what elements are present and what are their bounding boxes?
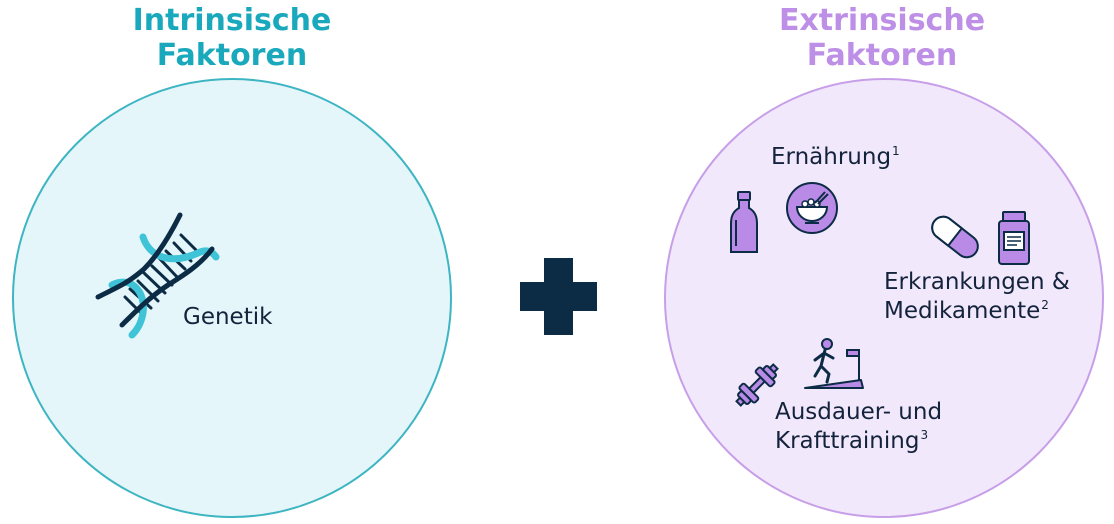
nutrition-label: Ernährung1 [771, 143, 900, 172]
disease-label-line2-text: Medikamente [884, 298, 1041, 324]
capsule-icon [931, 215, 979, 259]
intrinsic-title-line2: Faktoren [156, 38, 308, 73]
training-reference: 3 [920, 428, 929, 443]
nutrition-label-text: Ernährung [771, 144, 892, 170]
intrinsic-title-line1: Intrinsische [132, 3, 332, 38]
medicine-jar-icon [998, 211, 1030, 265]
intrinsic-factors-title: Intrinsische Faktoren [82, 3, 382, 73]
training-label-line2-text: Krafttraining [775, 428, 920, 454]
bowl-icon [786, 182, 838, 234]
nutrition-reference: 1 [892, 144, 900, 159]
training-label-line2: Krafttraining3 [775, 427, 928, 456]
disease-reference: 2 [1041, 298, 1049, 313]
dumbbell-icon [735, 363, 779, 407]
disease-label-line1: Erkrankungen & [884, 269, 1070, 295]
plus-icon [520, 258, 597, 335]
bottle-icon [730, 191, 758, 253]
extrinsic-factors-title: Extrinsische Faktoren [732, 3, 1032, 73]
dna-icon [95, 212, 220, 339]
treadmill-icon [804, 338, 864, 389]
intrinsic-circle [12, 78, 452, 518]
genetics-label: Genetik [183, 304, 273, 330]
disease-label-line2: Medikamente2 [884, 297, 1049, 326]
training-label-line1: Ausdauer- und [775, 399, 943, 425]
extrinsic-title-line1: Extrinsische [778, 3, 986, 38]
extrinsic-title-line2: Faktoren [806, 38, 958, 73]
extrinsic-circle [664, 78, 1104, 518]
